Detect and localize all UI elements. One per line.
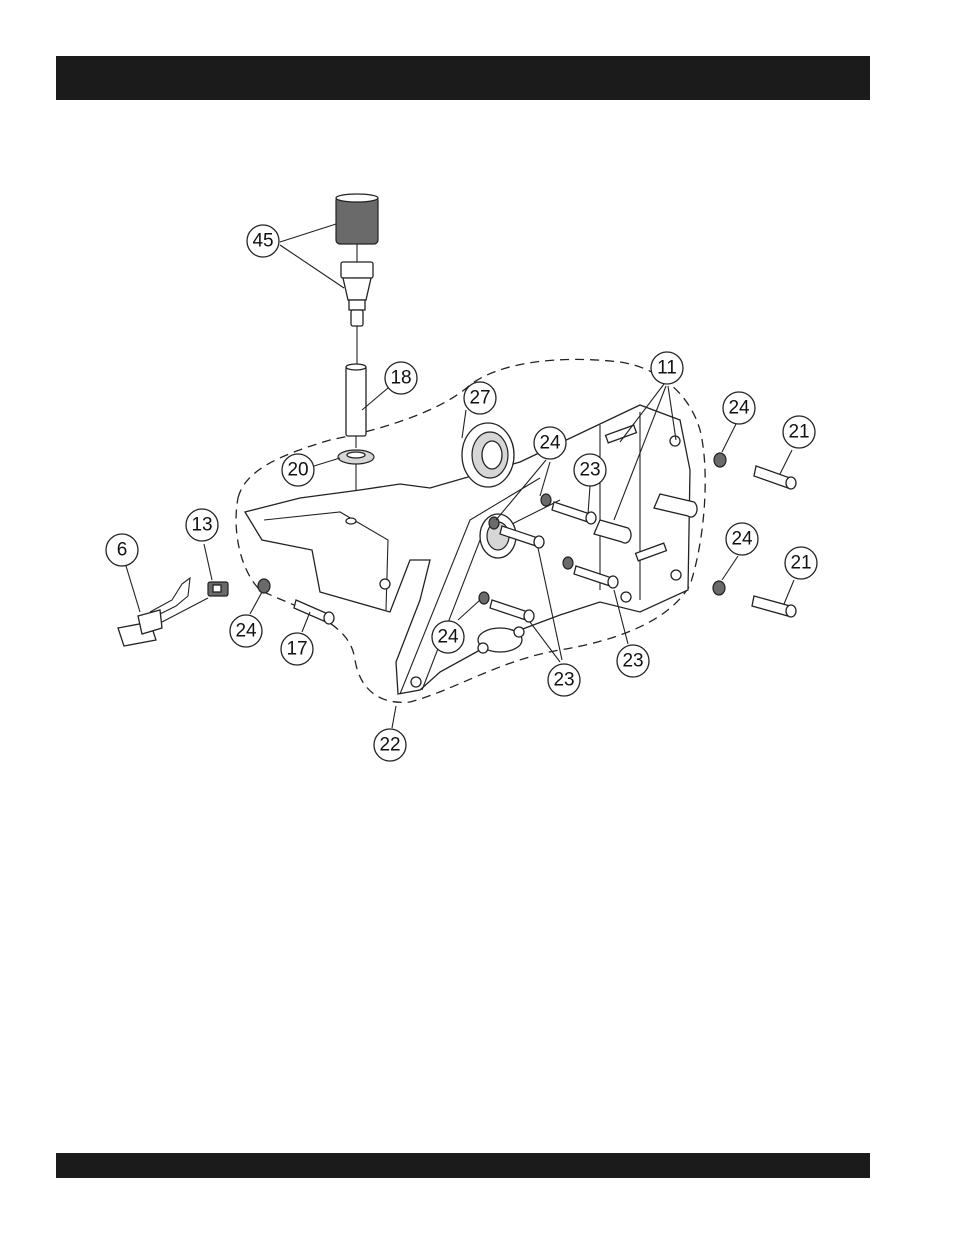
svg-text:23: 23 [622,651,643,672]
svg-text:13: 13 [191,515,212,536]
callout-21: 21 [785,547,817,579]
svg-text:24: 24 [437,627,459,648]
callout-23: 23 [617,645,649,677]
tube-part-18 [346,364,366,436]
svg-text:21: 21 [788,422,809,443]
svg-text:18: 18 [390,368,411,389]
svg-text:6: 6 [117,540,128,561]
svg-text:24: 24 [235,621,257,642]
callout-24: 24 [432,621,464,653]
svg-text:23: 23 [579,460,600,481]
lever-part-6 [118,578,190,646]
clip-part-13 [208,582,228,596]
svg-text:20: 20 [287,460,308,481]
callout-18: 18 [385,362,417,394]
callout-22: 22 [374,729,406,761]
callout-45: 45 [247,225,279,257]
svg-text:24: 24 [539,433,561,454]
callout-20: 20 [282,454,314,486]
callout-23: 23 [548,664,580,696]
callout-6: 6 [106,534,138,566]
svg-text:27: 27 [469,388,490,409]
svg-text:23: 23 [553,670,574,691]
filter-part-45 [336,194,378,326]
svg-text:17: 17 [286,639,307,660]
callout-24: 24 [726,523,758,555]
bearing-part-27 [462,423,514,487]
callout-17: 17 [281,633,313,665]
callout-11: 11 [651,352,683,384]
svg-text:22: 22 [379,735,400,756]
svg-text:45: 45 [252,231,273,252]
callout-21: 21 [783,416,815,448]
callout-24: 24 [723,392,755,424]
callout-27: 27 [464,382,496,414]
callout-23: 23 [574,454,606,486]
svg-text:24: 24 [731,529,753,550]
svg-text:24: 24 [728,398,750,419]
svg-text:21: 21 [790,553,811,574]
grommet-part-20 [338,450,374,464]
svg-text:11: 11 [657,358,677,379]
callout-13: 13 [186,509,218,541]
callout-24: 24 [534,427,566,459]
callout-24: 24 [230,615,262,647]
footer-bar [56,1153,870,1178]
